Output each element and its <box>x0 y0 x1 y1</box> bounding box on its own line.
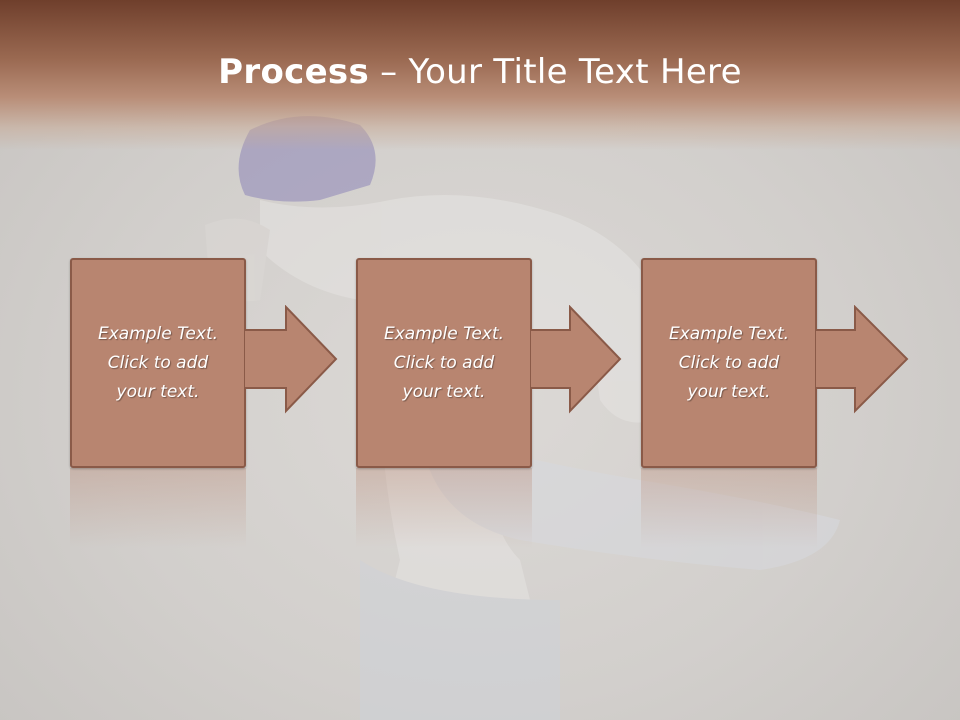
arrow-right-icon <box>530 305 622 414</box>
step-2-text[interactable]: Example Text. Click to add your text. <box>383 323 505 402</box>
box-reflection-2 <box>356 468 532 548</box>
title-band <box>0 0 960 150</box>
process-step-3[interactable]: Example Text. Click to add your text. <box>641 258 817 468</box>
step-1-text[interactable]: Example Text. Click to add your text. <box>97 323 219 402</box>
process-step-2[interactable]: Example Text. Click to add your text. <box>356 258 532 468</box>
arrow-right-icon <box>815 305 909 414</box>
title-bold: Process <box>218 52 370 92</box>
slide-title[interactable]: Process – Your Title Text Here <box>0 52 960 92</box>
box-reflection-1 <box>70 468 246 548</box>
arrow-right-icon <box>244 305 338 414</box>
step-3-text[interactable]: Example Text. Click to add your text. <box>668 323 790 402</box>
title-rest: – Your Title Text Here <box>369 52 742 92</box>
box-reflection-3 <box>641 468 817 548</box>
process-step-1[interactable]: Example Text. Click to add your text. <box>70 258 246 468</box>
